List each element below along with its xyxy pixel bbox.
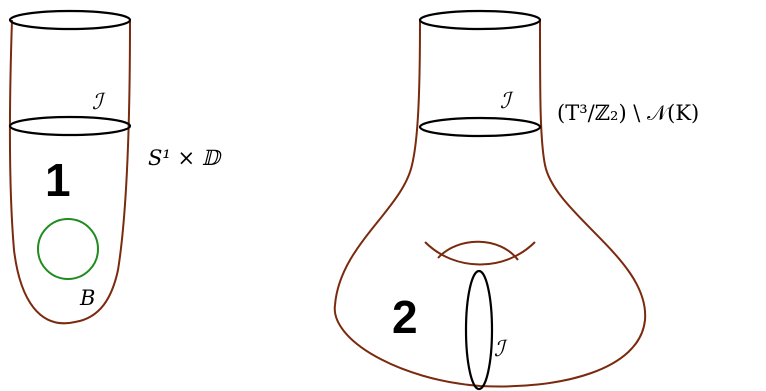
right-piece: ℐ (T³/ℤ₂) \ 𝒩(K) 2 ℐ xyxy=(333,9,699,391)
right-top-interface-label: ℐ xyxy=(500,89,514,114)
handle-upper-arc xyxy=(437,240,519,261)
inner-interface-ellipse xyxy=(464,269,494,391)
right-interface-ellipse xyxy=(418,116,542,138)
inner-interface-label: ℐ xyxy=(494,337,508,362)
handle-lower-arc xyxy=(424,241,536,266)
right-space-label: (T³/ℤ₂) \ 𝒩(K) xyxy=(557,101,699,125)
right-top-boundary-ellipse xyxy=(418,9,542,31)
left-surface-outline xyxy=(9,19,131,325)
region-2-number: 2 xyxy=(392,291,418,343)
ball-b-label: B xyxy=(79,286,95,310)
ball-b-circle xyxy=(37,218,99,280)
left-piece: ℐ S¹ × 𝔻 1 B xyxy=(8,9,223,325)
left-interface-label: ℐ xyxy=(92,90,106,115)
region-1-number: 1 xyxy=(45,154,71,206)
left-top-boundary-ellipse xyxy=(8,9,132,31)
left-interface-ellipse xyxy=(8,115,132,137)
left-space-label: S¹ × 𝔻 xyxy=(148,146,223,170)
right-surface-outline xyxy=(333,19,647,388)
